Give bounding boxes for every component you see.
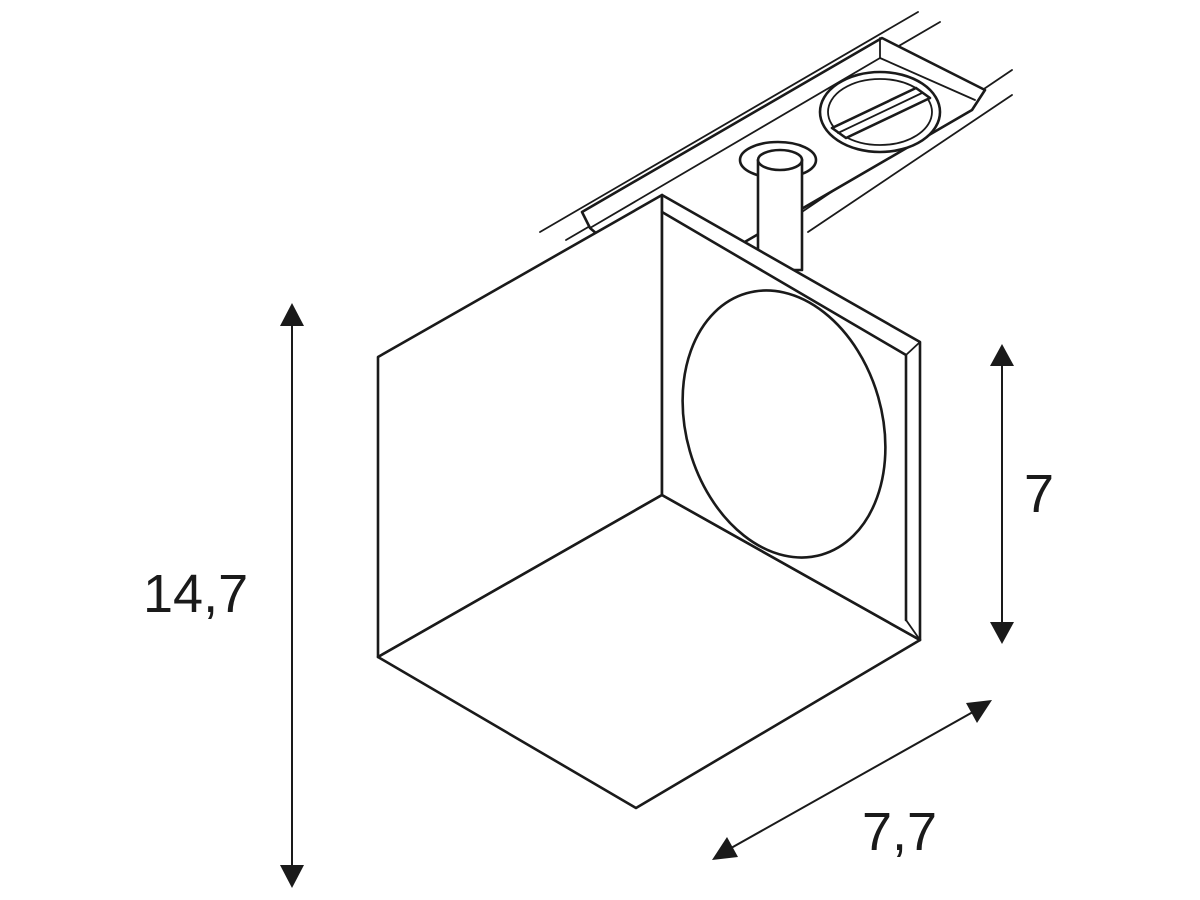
arrow-down-icon xyxy=(990,622,1014,644)
spotlight-cube-head xyxy=(376,193,922,810)
dimension-head-width: 7,7 xyxy=(712,700,992,862)
rotary-adapter-disc xyxy=(818,70,942,154)
dimension-total-height: 14,7 xyxy=(143,303,304,888)
arrow-down-icon xyxy=(280,865,304,888)
dimension-head-height: 7 xyxy=(990,344,1054,644)
total-height-label: 14,7 xyxy=(143,564,248,624)
mounting-stem xyxy=(738,140,818,272)
arrow-diagonal-start-icon xyxy=(712,837,738,860)
head-width-label: 7,7 xyxy=(862,802,937,862)
arrow-up-icon xyxy=(280,303,304,326)
arrow-diagonal-end-icon xyxy=(966,700,992,723)
arrow-up-icon xyxy=(990,344,1014,366)
head-height-label: 7 xyxy=(1024,464,1054,524)
